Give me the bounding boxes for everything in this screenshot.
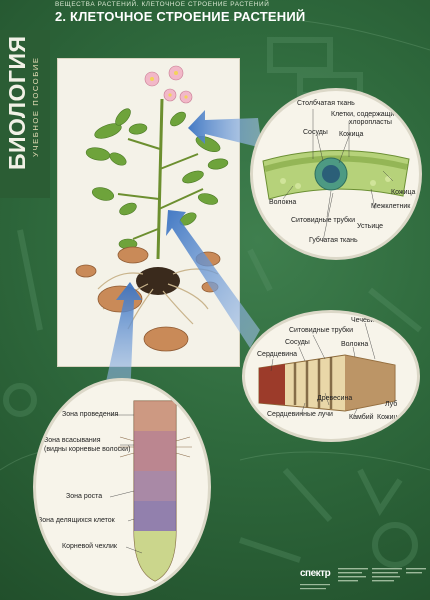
label-phloem: Луб xyxy=(385,401,398,408)
label-intercellular: Межклетник xyxy=(371,203,411,210)
label-palisade-tissue: Столбчатая ткань xyxy=(297,100,355,107)
label-epidermis-top: Кожица xyxy=(339,131,364,138)
label-stem-sieve-tubes: Ситовидные трубки xyxy=(289,327,354,334)
side-band xyxy=(0,30,50,198)
publisher-logo: спектр xyxy=(300,568,331,579)
header-subtitle: ВЕЩЕСТВА РАСТЕНИЙ. КЛЕТОЧНОЕ СТРОЕНИЕ РА… xyxy=(55,1,270,8)
label-root-cap: Корневой чехлик xyxy=(62,543,117,550)
label-chloroplasts: хлоропласты xyxy=(349,119,392,126)
plant-panel xyxy=(57,58,240,367)
label-pith: Сердцевина xyxy=(257,351,297,358)
arrow-to-root xyxy=(102,282,142,400)
header-title: 2. КЛЕТОЧНОЕ СТРОЕНИЕ РАСТЕНИЙ xyxy=(55,9,306,24)
label-vessels: Сосуды xyxy=(303,129,328,136)
label-epidermis-right: Кожица xyxy=(391,189,416,196)
label-stem-epidermis: Кожица xyxy=(377,414,402,421)
label-lenticel: Чечевичка xyxy=(351,317,386,324)
leaf-section-circle: Столбчатая ткань Клетки, содержащие хлор… xyxy=(250,88,422,260)
label-wood: Древесина xyxy=(317,395,353,402)
label-growth-zone: Зона роста xyxy=(66,493,103,500)
label-chloroplast-cells: Клетки, содержащие xyxy=(331,111,399,118)
label-sieve-tubes: Ситовидные трубки xyxy=(291,217,356,224)
label-dividing-cells-zone: Зона делящихся клеток xyxy=(38,517,115,524)
label-stoma: Устьице xyxy=(357,223,384,230)
label-spongy-tissue: Губчатая ткань xyxy=(309,237,358,244)
label-conduction-zone: Зона проведения xyxy=(62,411,119,418)
arrow-to-leaf xyxy=(188,110,262,148)
stem-section-circle: Чечевичка Ситовидные трубки Сосуды Волок… xyxy=(242,310,420,442)
root-tip-illustration xyxy=(109,400,192,582)
arrow-to-stem xyxy=(166,210,260,348)
label-medullary-rays: Сердцевинные лучи xyxy=(267,411,333,418)
leaf-cross-section xyxy=(262,109,410,242)
label-absorption-zone: Зона всасывания xyxy=(44,437,101,444)
label-stem-fibers: Волокна xyxy=(341,341,369,348)
root-section-circle: Зона проведения Зона всасывания (видны к… xyxy=(33,378,211,596)
label-fibers: Волокна xyxy=(269,199,297,206)
label-root-hairs: (видны корневые волоски) xyxy=(44,446,131,453)
label-cambium: Камбий xyxy=(349,414,374,421)
label-stem-vessels: Сосуды xyxy=(285,339,310,346)
stem-cross-section xyxy=(258,322,396,418)
